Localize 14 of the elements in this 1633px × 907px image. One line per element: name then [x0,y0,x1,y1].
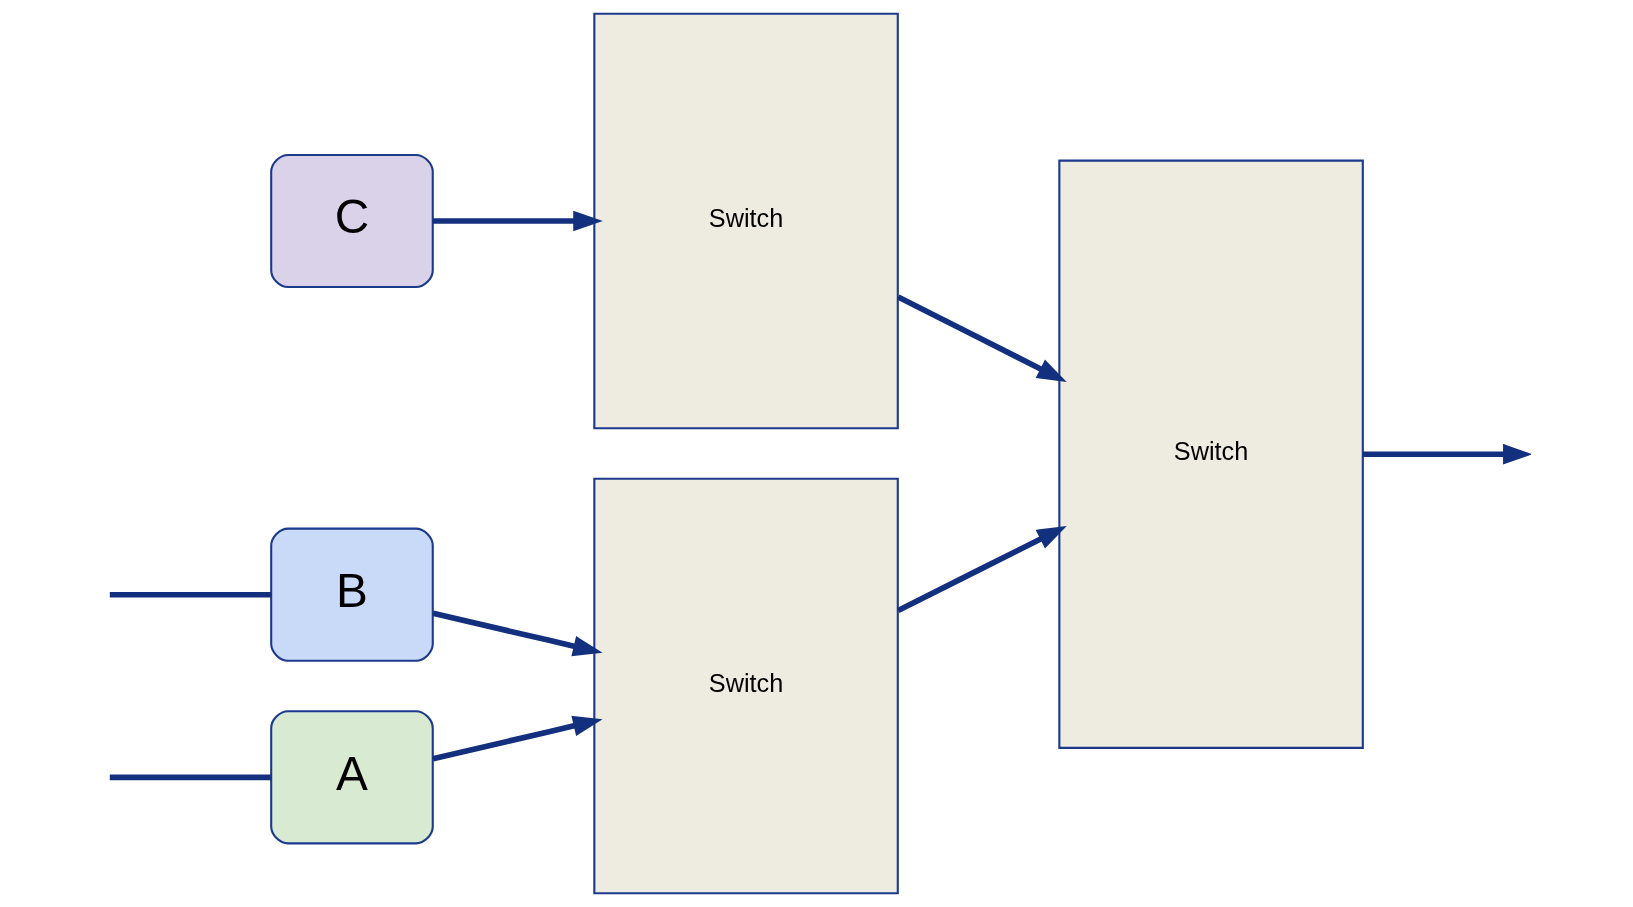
arrow [432,210,603,232]
connector [109,774,271,781]
node-box: B [269,527,434,662]
node-box: Switch [592,12,899,430]
node-box: C [269,153,434,289]
node-box: Switch [1057,159,1364,749]
connector [109,591,271,598]
arrow [431,610,603,657]
arrow [896,294,1067,383]
arrow [1362,443,1531,465]
node-box: A [269,710,434,845]
arrow [896,525,1067,613]
arrow [431,715,603,762]
node-box: Switch [592,477,899,895]
